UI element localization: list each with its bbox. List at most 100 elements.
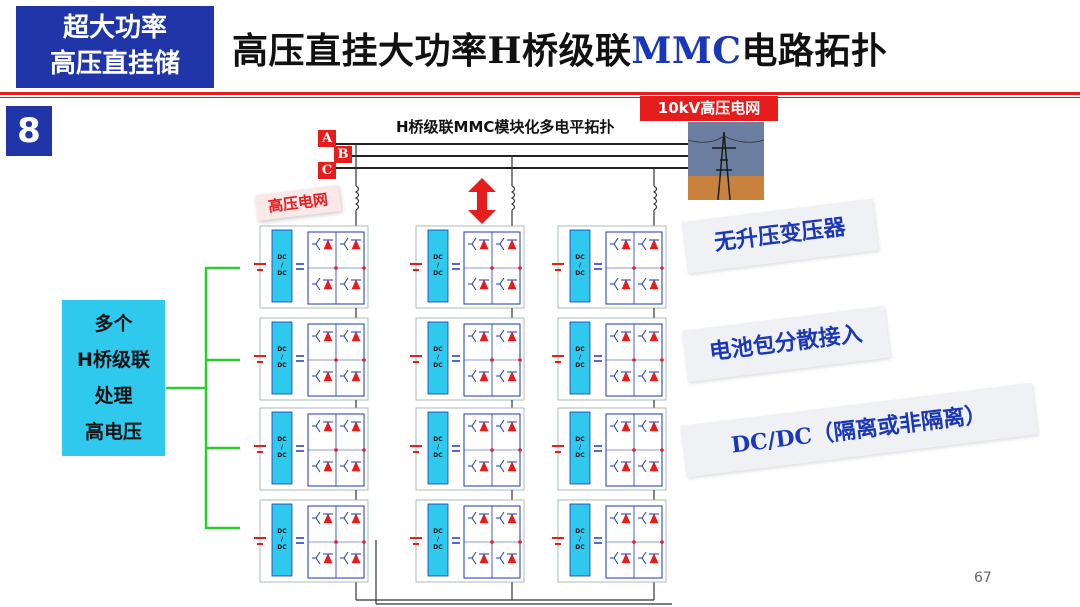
hbridge-module: DC/DC bbox=[552, 225, 667, 309]
diode-icon bbox=[323, 371, 333, 382]
igbt-switch-icon bbox=[496, 459, 505, 473]
bracket-line bbox=[204, 266, 240, 530]
diode-icon bbox=[323, 279, 333, 290]
diode-icon bbox=[621, 331, 631, 342]
dcdc-label: DC bbox=[575, 346, 585, 353]
dcdc-block bbox=[271, 229, 293, 303]
dcdc-label: / bbox=[579, 536, 582, 543]
double-arrow-icon bbox=[468, 178, 496, 224]
node-dot bbox=[362, 540, 366, 544]
igbt-switch-icon bbox=[468, 369, 477, 383]
diode-icon bbox=[621, 461, 631, 472]
header-divider-thin bbox=[0, 97, 1080, 98]
note-line2: H桥级联 bbox=[77, 349, 150, 371]
node-dot bbox=[660, 540, 664, 544]
title-part1: 高压直挂大功率 bbox=[232, 31, 488, 72]
diode-icon bbox=[351, 513, 361, 524]
diode-icon bbox=[621, 553, 631, 564]
dcdc-label: / bbox=[281, 354, 284, 361]
section-tag-line1: 超大功率 bbox=[62, 13, 167, 43]
diode-icon bbox=[479, 513, 489, 524]
dcdc-label: DC bbox=[575, 362, 585, 369]
dcdc-label: / bbox=[281, 262, 284, 269]
diode-icon bbox=[479, 461, 489, 472]
diode-icon bbox=[351, 331, 361, 342]
dcdc-block bbox=[427, 321, 449, 395]
igbt-switch-icon bbox=[468, 277, 477, 291]
dcdc-label: DC bbox=[575, 452, 585, 459]
igbt-switch-icon bbox=[312, 369, 321, 383]
hbridge-rails bbox=[605, 505, 663, 579]
hbridge-module: DC/DC bbox=[254, 225, 369, 309]
igbt-switch-icon bbox=[468, 329, 477, 343]
dcdc-label: DC bbox=[433, 452, 443, 459]
page-title: 高压直挂大功率H桥级联MMC电路拓扑 bbox=[232, 22, 887, 74]
dcdc-label: DC bbox=[575, 436, 585, 443]
diode-icon bbox=[351, 553, 361, 564]
hbridge-rails bbox=[307, 231, 365, 305]
igbt-switch-icon bbox=[638, 551, 647, 565]
hbridge-module: DC/DC bbox=[410, 317, 525, 401]
dcdc-block bbox=[271, 321, 293, 395]
dcdc-label: DC bbox=[277, 254, 287, 261]
diode-icon bbox=[323, 421, 333, 432]
hbridge-rails bbox=[463, 505, 521, 579]
dcdc-label: DC bbox=[277, 362, 287, 369]
dcdc-label: / bbox=[579, 444, 582, 451]
igbt-switch-icon bbox=[468, 237, 477, 251]
node-dot bbox=[632, 358, 636, 362]
hbridge-module: DC/DC bbox=[254, 499, 369, 583]
power-cable bbox=[687, 135, 765, 143]
node-dot bbox=[334, 266, 338, 270]
diode-icon bbox=[479, 371, 489, 382]
dcdc-label: DC bbox=[277, 544, 287, 551]
igbt-switch-icon bbox=[610, 551, 619, 565]
hbridge-rails bbox=[307, 505, 365, 579]
diode-icon bbox=[323, 513, 333, 524]
diode-icon bbox=[479, 279, 489, 290]
igbt-switch-icon bbox=[468, 419, 477, 433]
inductor-icon bbox=[510, 185, 516, 211]
igbt-switch-icon bbox=[312, 511, 321, 525]
dcdc-block bbox=[271, 411, 293, 485]
diode-icon bbox=[507, 553, 517, 564]
hbridge-rails bbox=[307, 413, 365, 487]
igbt-switch-icon bbox=[496, 277, 505, 291]
hbridge-rails bbox=[463, 323, 521, 397]
diode-icon bbox=[621, 421, 631, 432]
inductor-icon bbox=[354, 185, 360, 211]
node-dot bbox=[632, 540, 636, 544]
dcdc-block bbox=[569, 321, 591, 395]
diode-icon bbox=[479, 553, 489, 564]
dcdc-label: DC bbox=[575, 544, 585, 551]
callout-dcdc-latin: DC/DC bbox=[729, 422, 814, 459]
dcdc-label: DC bbox=[433, 436, 443, 443]
diode-icon bbox=[649, 513, 659, 524]
igbt-switch-icon bbox=[340, 277, 349, 291]
node-dot bbox=[334, 448, 338, 452]
diode-icon bbox=[649, 371, 659, 382]
grid-label: 10kV高压电网 bbox=[640, 96, 778, 121]
diode-icon bbox=[351, 421, 361, 432]
igbt-switch-icon bbox=[312, 419, 321, 433]
igbt-switch-icon bbox=[610, 277, 619, 291]
igbt-switch-icon bbox=[610, 329, 619, 343]
hbridge-module: DC/DC bbox=[410, 407, 525, 491]
node-dot bbox=[490, 358, 494, 362]
node-dot bbox=[334, 540, 338, 544]
dcdc-label: DC bbox=[433, 254, 443, 261]
diode-icon bbox=[351, 461, 361, 472]
title-part2: H bbox=[487, 30, 523, 72]
inductor-icon bbox=[652, 185, 658, 211]
node-dot bbox=[490, 540, 494, 544]
igbt-switch-icon bbox=[638, 237, 647, 251]
diode-icon bbox=[649, 421, 659, 432]
dcdc-label: DC bbox=[433, 270, 443, 277]
node-dot bbox=[362, 448, 366, 452]
diode-icon bbox=[351, 279, 361, 290]
igbt-switch-icon bbox=[340, 551, 349, 565]
igbt-switch-icon bbox=[340, 459, 349, 473]
diagram-title: H桥级联MMC模块化多电平拓扑 bbox=[396, 118, 615, 136]
node-dot bbox=[362, 266, 366, 270]
